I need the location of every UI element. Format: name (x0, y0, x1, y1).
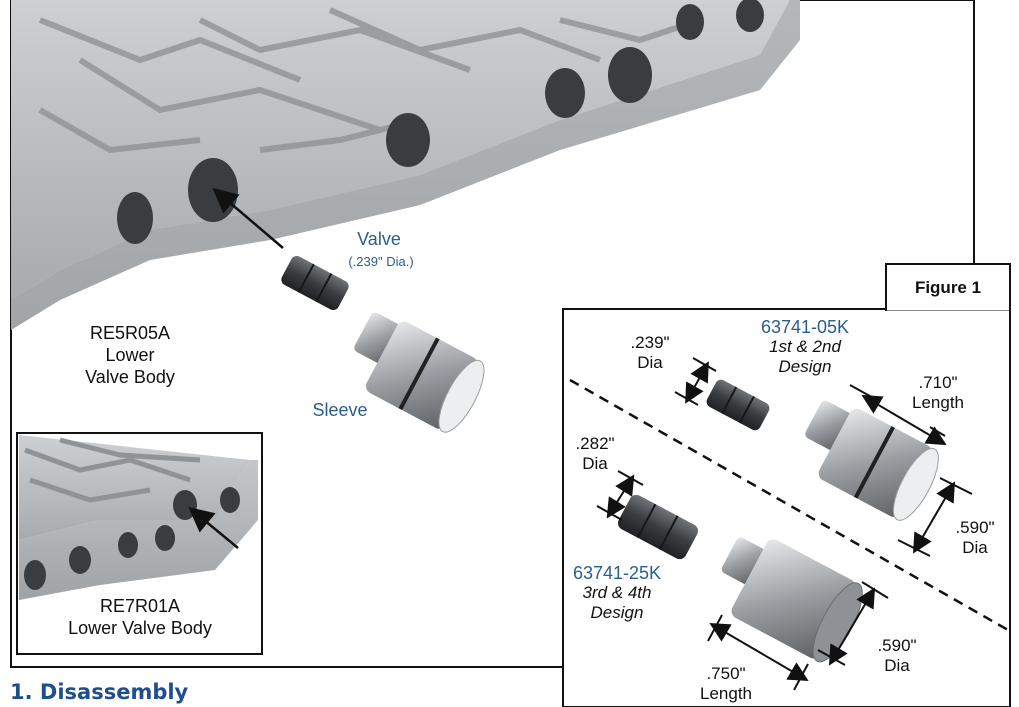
valve-part (281, 255, 349, 311)
valve-dia-label: (.239" Dia.) (348, 254, 414, 269)
inset-arrow (188, 507, 239, 549)
dim-710-label: .710" Length (898, 373, 978, 413)
figure-title-tab (885, 263, 1011, 311)
figure-title: Figure 1 (914, 278, 982, 297)
sleeve-part (354, 312, 485, 433)
valve-body-label-line2: Lower (105, 345, 155, 365)
section-heading: 1. Disassembly (10, 680, 189, 704)
inset-label: RE7R01A Lower Valve Body (20, 595, 260, 639)
valve-body-label: RE5R05A Lower Valve Body (70, 322, 190, 388)
valve-label: Valve (357, 229, 401, 249)
dim-710-arrow (861, 394, 947, 446)
dim-590b-arrow (828, 587, 876, 666)
dim-239-arrow (685, 361, 709, 404)
dim-282-unit: Dia (582, 454, 608, 473)
dim-750-unit: Length (700, 684, 752, 703)
inset-label-line1: RE7R01A (99, 596, 181, 616)
part2-design-line2: Design (590, 603, 644, 622)
dim-590a-label: .590" Dia (940, 518, 1010, 558)
valve-body-label-line1: RE5R05A (89, 323, 171, 343)
part1-design-line2: Design (778, 357, 832, 376)
part2-callout: 63741-25K 3rd & 4th Design (557, 563, 677, 623)
part2-number: 63741-25K (572, 563, 662, 583)
dim-750-label: .750" Length (686, 664, 766, 704)
dim-590a-unit: Dia (962, 538, 988, 557)
insert-arrow (212, 187, 284, 249)
dim-590b-label: .590" Dia (862, 636, 932, 676)
dim-710-value: .710" (918, 373, 958, 392)
dim-590b-value: .590" (877, 636, 917, 655)
dim-239-label: .239" Dia (620, 333, 680, 373)
part1-number: 63741-05K (760, 317, 850, 337)
part1-callout: 63741-05K 1st & 2nd Design (745, 317, 865, 377)
valve-body-channels (38, 7, 701, 154)
dim-590a-arrow (912, 481, 956, 554)
dim-750-value: .750" (706, 664, 746, 683)
dimension-lines (596, 357, 973, 691)
part2-valve (617, 494, 699, 560)
dim-750-arrow (709, 622, 809, 682)
dim-282-arrow (606, 474, 635, 519)
part2-design-line1: 3rd & 4th (582, 583, 652, 602)
valve-body-label-line3: Valve Body (85, 367, 175, 387)
part1-design-line1: 1st & 2nd (769, 337, 841, 356)
dim-282-value: .282" (575, 434, 615, 453)
inset-holes (24, 487, 240, 590)
sleeve-label: Sleeve (312, 400, 368, 420)
dim-710-unit: Length (912, 393, 964, 412)
dim-239-value: .239" (630, 333, 670, 352)
inset-channels (24, 437, 201, 503)
part1-valve (706, 379, 770, 431)
dim-590a-value: .590" (955, 518, 995, 537)
dim-282-label: .282" Dia (565, 434, 625, 474)
inset-label-line2: Lower Valve Body (68, 618, 212, 638)
dim-590b-unit: Dia (884, 656, 910, 675)
dim-239-unit: Dia (637, 353, 663, 372)
